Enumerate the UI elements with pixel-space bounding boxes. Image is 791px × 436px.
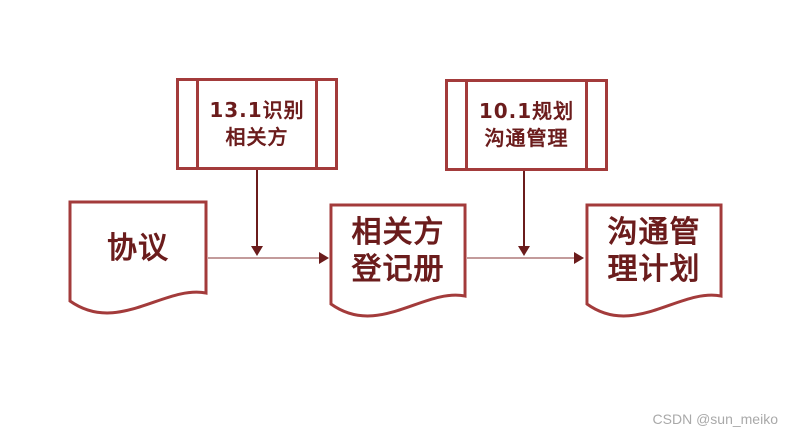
process-box-label: 10.1规划 沟通管理 [479,98,574,152]
document-shape [68,200,208,315]
predefined-process-right-bar [315,81,318,167]
connector-vertical-plan-communications [523,171,525,247]
process-box-plan-communications: 10.1规划 沟通管理 [445,79,608,171]
predefined-process-right-bar [585,82,588,168]
process-box-label-line2: 沟通管理 [484,126,569,150]
arrowhead-right-icon [319,252,329,264]
document-label-line1: 沟通管 [607,215,701,250]
document-shape [585,203,723,318]
predefined-process-left-bar [196,81,199,167]
predefined-process-left-bar [465,82,468,168]
process-box-identify-stakeholders: 13.1识别 相关方 [176,78,338,170]
arrowhead-down-icon [518,246,530,256]
document-label: 协议 [68,200,208,296]
arrowhead-down-icon [251,246,263,256]
document-label-line1: 相关方 [351,215,445,250]
document-label-line2: 登记册 [351,252,445,287]
document-stakeholder-register: 相关方 登记册 [329,203,467,328]
process-box-label-line1: 10.1规划 [478,99,575,123]
document-label-line2: 理计划 [607,252,701,287]
connector-vertical-identify-stakeholders [256,170,258,247]
arrowhead-right-icon [574,252,584,264]
process-box-label-line2: 相关方 [225,125,289,149]
document-label: 相关方 登记册 [329,203,467,299]
watermark-text: CSDN @sun_meiko [652,411,778,427]
connector-register-to-plan [467,257,575,259]
process-box-label-line1: 13.1识别 [209,98,305,122]
process-box-label: 13.1识别 相关方 [209,97,304,151]
document-shape [329,203,467,318]
document-agreements: 协议 [68,200,208,325]
connector-agreements-to-register [208,257,320,259]
document-communications-plan: 沟通管 理计划 [585,203,723,328]
document-label: 沟通管 理计划 [585,203,723,299]
document-label-line1: 协议 [107,230,169,266]
